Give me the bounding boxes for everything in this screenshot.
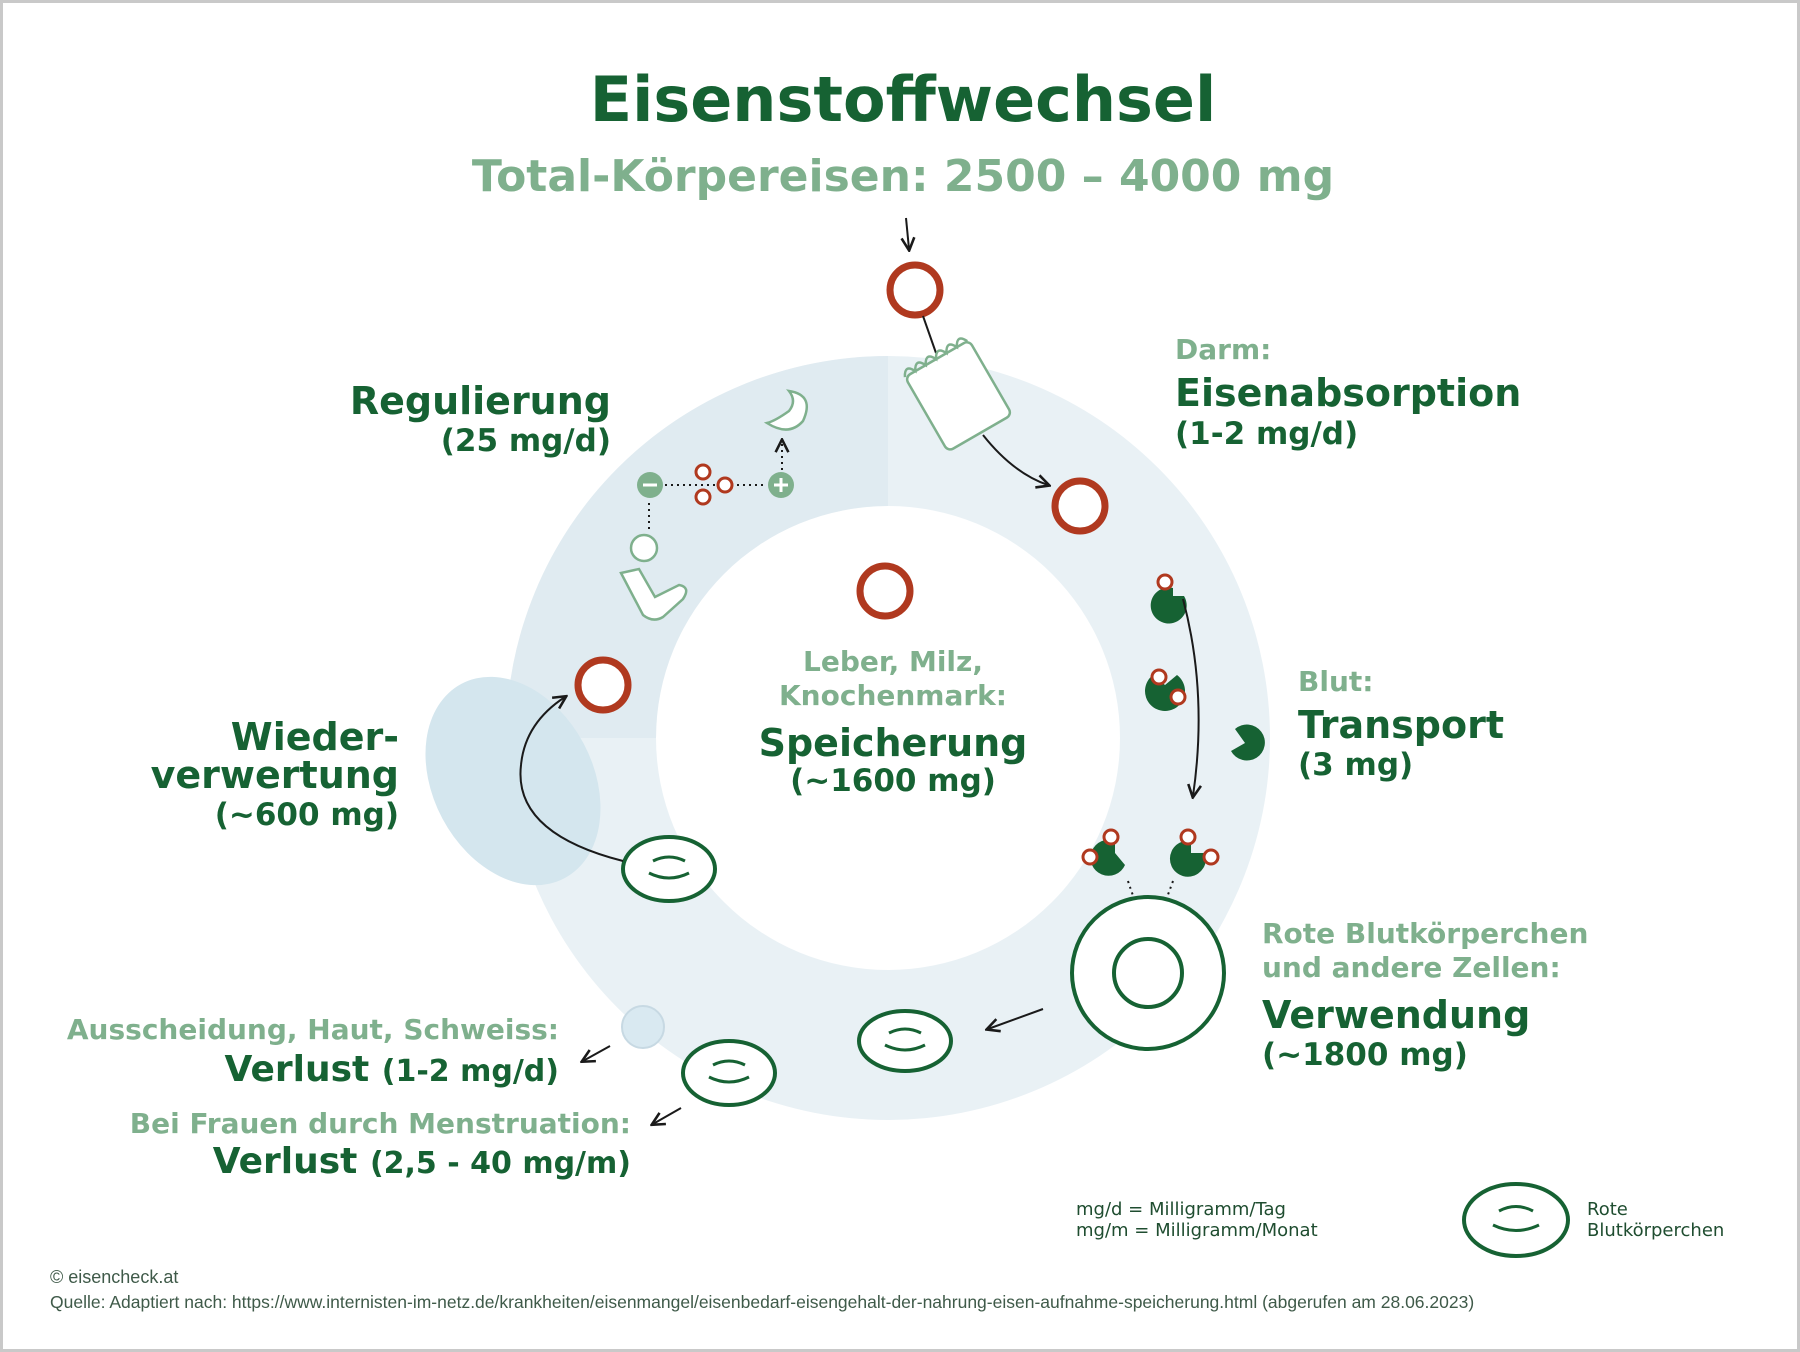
verlust-menstruation-title: Verlust bbox=[212, 1141, 358, 1182]
red-blood-cell-icon bbox=[681, 1039, 777, 1107]
cycle-ring bbox=[506, 356, 1270, 1120]
verlust-haut-title: Verlust bbox=[224, 1049, 370, 1090]
verlust-menstruation-line: Verlust (2,5 - 40 mg/m) bbox=[23, 1141, 631, 1182]
page-title: Eisenstoffwechsel bbox=[589, 63, 1217, 136]
transferrin-icon bbox=[1081, 828, 1220, 877]
speicherung-value: (~1600 mg) bbox=[790, 763, 996, 799]
hepcidin-icon bbox=[694, 463, 734, 506]
footer-source: Quelle: Adaptiert nach: https://www.inte… bbox=[50, 1292, 1475, 1312]
legend-unit-month: mg/m = Milligramm/Monat bbox=[1076, 1220, 1318, 1241]
regulierung-title: Regulierung bbox=[349, 379, 611, 423]
speicherung-title: Speicherung bbox=[758, 721, 1028, 765]
legend-rbc-label-line-2: Blutkörperchen bbox=[1587, 1220, 1725, 1241]
darm-value: (1-2 mg/d) bbox=[1175, 416, 1359, 452]
liver-icon bbox=[619, 533, 688, 621]
transferrin-icon bbox=[1145, 573, 1265, 761]
cell-icon bbox=[1070, 895, 1226, 1051]
verlust-haut-label: Ausscheidung, Haut, Schweiss: bbox=[66, 1013, 559, 1046]
page-subtitle: Total-Körpereisen: 2500 – 4000 mg bbox=[471, 151, 1335, 202]
verwendung-value: (~1800 mg) bbox=[1262, 1037, 1468, 1073]
verlust-menstruation-value: (2,5 - 40 mg/m) bbox=[369, 1146, 631, 1181]
legend-rbc-label-line-1: Rote bbox=[1587, 1199, 1628, 1220]
red-blood-cell-icon bbox=[857, 1009, 953, 1073]
verwendung-label-line-1: Rote Blutkörperchen bbox=[1262, 917, 1589, 950]
iron-ring-icon bbox=[886, 261, 944, 319]
red-blood-cell-icon bbox=[621, 835, 717, 903]
verlust-haut-value: (1-2 mg/d) bbox=[381, 1054, 559, 1089]
speicherung-label-line-1: Leber, Milz, bbox=[803, 645, 983, 678]
verwendung-label-line-2: und andere Zellen: bbox=[1262, 951, 1561, 984]
darm-title: Eisenabsorption bbox=[1175, 371, 1522, 415]
blut-title: Transport bbox=[1298, 703, 1505, 747]
verlust-haut-line: Verlust (1-2 mg/d) bbox=[23, 1049, 559, 1090]
wiederverwertung-value: (~600 mg) bbox=[214, 797, 399, 833]
intestine-icon bbox=[903, 337, 1012, 451]
legend-unit-day: mg/d = Milligramm/Tag bbox=[1076, 1199, 1286, 1220]
verwendung-title: Verwendung bbox=[1262, 993, 1531, 1037]
iron-ring-icon bbox=[856, 562, 914, 620]
regulierung-value: (25 mg/d) bbox=[440, 423, 611, 459]
wiederverwertung-title-line-1: Wieder- bbox=[230, 715, 399, 759]
darm-label: Darm: bbox=[1175, 333, 1272, 366]
footer-copyright: © eisencheck.at bbox=[50, 1267, 179, 1287]
blut-label: Blut: bbox=[1298, 665, 1374, 698]
iron-ring-icon bbox=[1051, 477, 1109, 535]
blut-value: (3 mg) bbox=[1298, 747, 1414, 783]
iron-ring-icon bbox=[574, 656, 632, 714]
sweat-drop-icon bbox=[621, 1005, 665, 1049]
intestine-icon bbox=[763, 389, 808, 431]
speicherung-label-line-2: Knochenmark: bbox=[778, 679, 1008, 712]
iron-cycle-artwork bbox=[425, 217, 1570, 1258]
verlust-menstruation-label: Bei Frauen durch Menstruation: bbox=[129, 1107, 631, 1140]
red-blood-cell-icon bbox=[1462, 1182, 1570, 1258]
wiederverwertung-title-line-2: verwertung bbox=[150, 753, 399, 797]
